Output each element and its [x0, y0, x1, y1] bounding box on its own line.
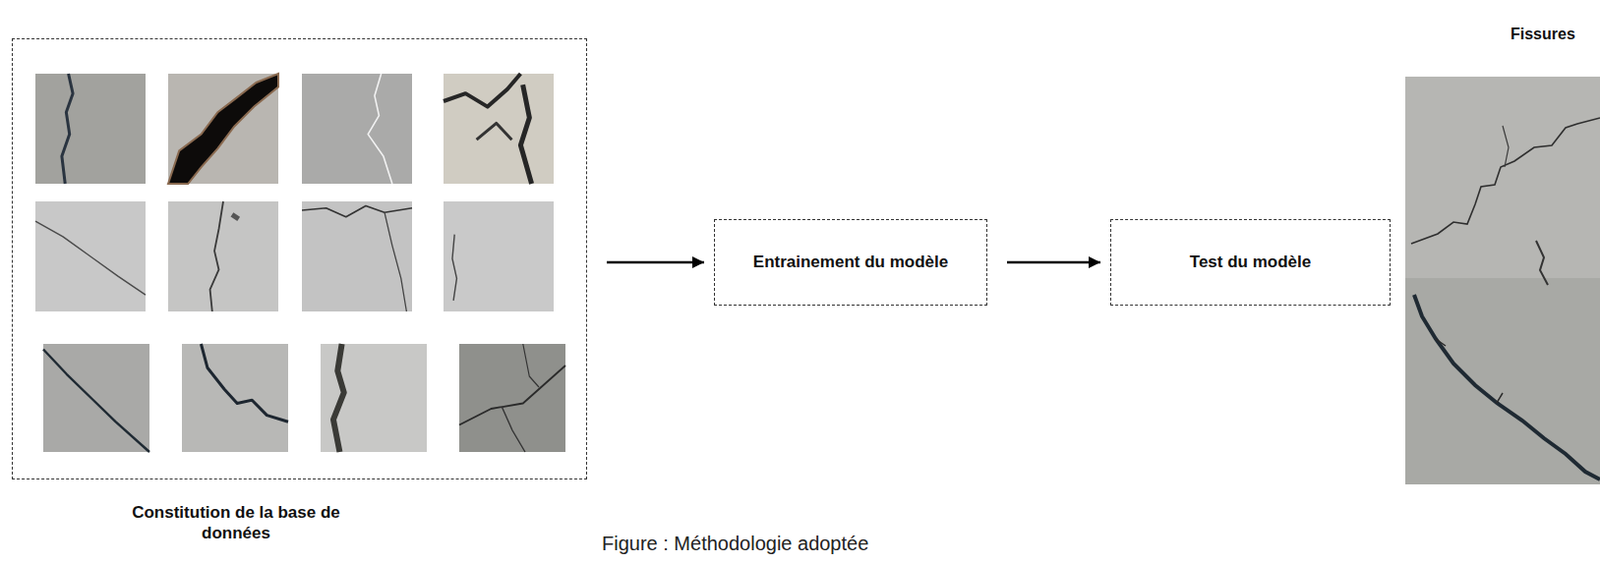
photo-label: Fissures [1510, 25, 1576, 44]
group-heading: Constitution de la base de données [113, 502, 359, 545]
crack-photo [443, 201, 554, 312]
crack-photo [301, 201, 413, 312]
crack-photo [168, 201, 279, 312]
crack-photo [443, 73, 554, 184]
box-label: Entrainement du modèle [753, 251, 949, 273]
process-box: Test du modèle [1110, 219, 1391, 306]
crack-photo [35, 201, 146, 312]
figure-caption: Figure : Méthodologie adoptée [601, 533, 869, 556]
crack-photo [459, 344, 566, 453]
dataset-group: Constitution de la base de données [11, 38, 588, 480]
result-photo [1405, 76, 1600, 485]
crack-photo [320, 344, 427, 453]
crack-photo [35, 73, 146, 184]
crack-photo [43, 344, 150, 453]
box-label: Test du modèle [1189, 251, 1311, 273]
crack-photo [181, 344, 289, 453]
flow-arrow [606, 261, 705, 265]
flow-arrow [1007, 261, 1101, 265]
crack-photo [168, 73, 279, 184]
crack-photo [301, 73, 413, 184]
process-box: Entrainement du modèle [713, 219, 988, 306]
